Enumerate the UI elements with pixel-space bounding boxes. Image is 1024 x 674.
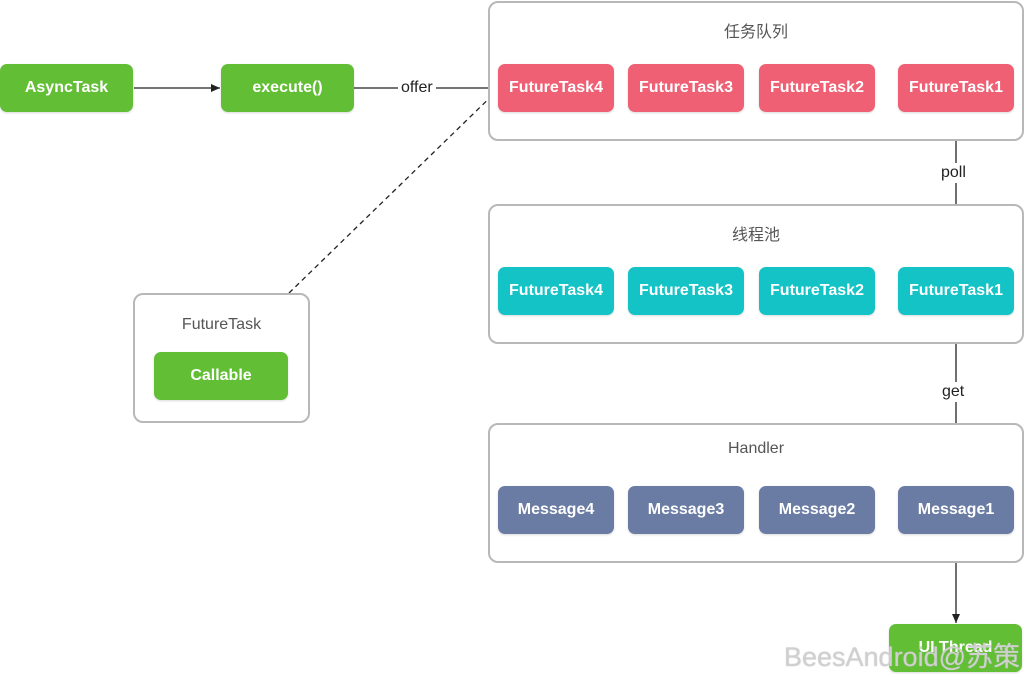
queue-futuretask-2: FutureTask2 (759, 64, 875, 112)
pool-futuretask-4: FutureTask4 (498, 267, 614, 315)
queue-futuretask-3: FutureTask3 (628, 64, 744, 112)
asynctask-node: AsyncTask (0, 64, 133, 112)
handler-message-2: Message2 (759, 486, 875, 534)
execute-node: execute() (221, 64, 354, 112)
edge-label-get: get (939, 382, 968, 402)
callable-node: Callable (154, 352, 288, 400)
pool-futuretask-3: FutureTask3 (628, 267, 744, 315)
task-queue-title: 任务队列 (723, 24, 788, 41)
pool-futuretask-2: FutureTask2 (759, 267, 875, 315)
handler-title: Handler (727, 440, 785, 457)
thread-pool-title: 线程池 (731, 227, 780, 244)
handler-message-4: Message4 (498, 486, 614, 534)
pool-futuretask-1: FutureTask1 (898, 267, 1014, 315)
queue-futuretask-4: FutureTask4 (498, 64, 614, 112)
futuretask-box-title: FutureTask (181, 316, 262, 333)
edge-label-poll: poll (938, 163, 969, 183)
ui-thread-node: UI Thread (889, 624, 1022, 672)
edge-futuretask-dashed (288, 82, 506, 294)
handler-message-1: Message1 (898, 486, 1014, 534)
queue-futuretask-1: FutureTask1 (898, 64, 1014, 112)
handler-message-3: Message3 (628, 486, 744, 534)
watermark-text: BeesAndroid@苏策 (783, 642, 1020, 672)
edge-label-offer: offer (398, 78, 436, 98)
